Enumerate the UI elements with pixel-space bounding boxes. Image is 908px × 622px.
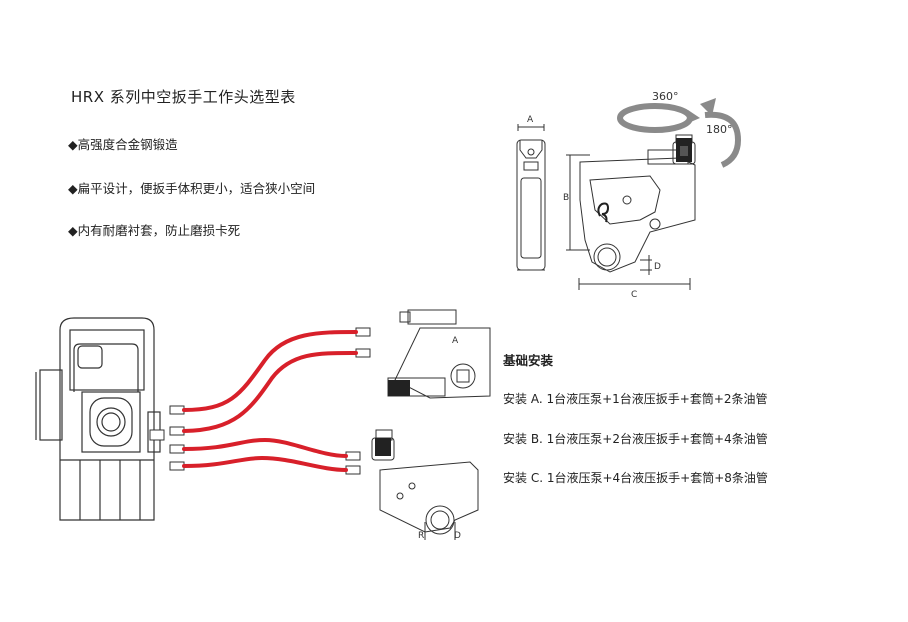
arrow-head-icon [686,110,700,124]
wrench-side-view [516,124,546,271]
hose-couplers [149,327,371,475]
rotation-180-label: 180° [706,123,733,136]
coupler-block [375,438,391,456]
small-dim-a-label: A [452,336,459,346]
dim-d2-label: D [454,531,461,541]
dim-d-label: D [654,262,661,272]
arrow-head-icon [700,98,716,116]
hydraulic-hoses [182,330,358,472]
dim-a-label: A [527,115,534,125]
setup-item-a: 安装 A. 1台液压泵+1台液压扳手+套筒+2条油管 [503,392,768,406]
dim-r-label: R [418,531,424,541]
wrench-bottom-view [371,429,479,540]
feature-item: ◆扁平设计，便扳手体积更小，适合狭小空间 [68,181,316,196]
hydraulic-pump [35,317,161,521]
setup-heading: 基础安装 [503,353,554,368]
feature-item: ◆高强度合金钢锻造 [68,137,178,152]
socket-block [388,380,410,396]
setup-item-c: 安装 C. 1台液压泵+4台液压扳手+套筒+8条油管 [503,471,768,485]
feature-item: ◆内有耐磨衬套，防止磨损卡死 [68,223,241,238]
rotation-360-label: 360° [652,90,679,103]
front-view-fills [597,138,692,223]
wrench-front-view [566,134,696,290]
dim-b-label: B [563,193,569,203]
dim-c-label: C [631,290,637,300]
page-title: HRX 系列中空扳手工作头选型表 [71,88,296,106]
wrench-small-view [387,309,491,399]
setup-item-b: 安装 B. 1台液压泵+2台液压扳手+套筒+4条油管 [503,432,768,446]
